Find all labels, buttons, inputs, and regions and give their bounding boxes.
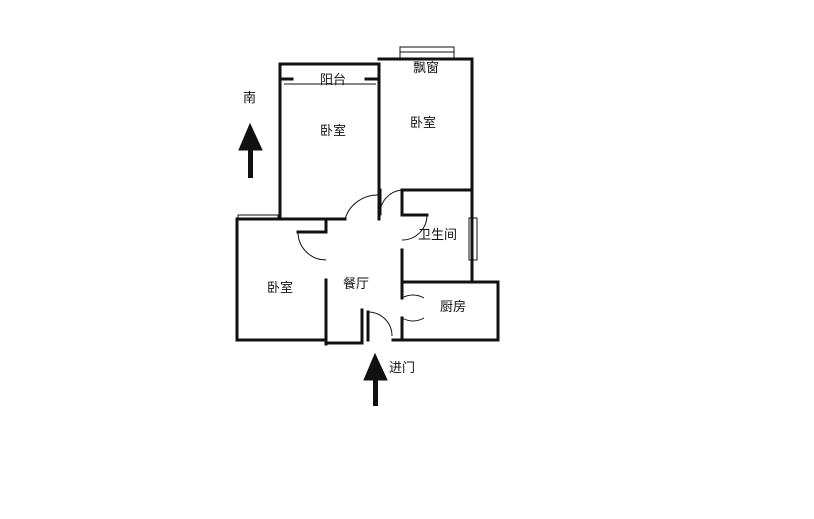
north-right-bedroom-walls xyxy=(377,46,474,192)
south-bedroom-walls xyxy=(235,214,328,342)
kitchen-walls xyxy=(400,280,500,342)
kitchen-label: 厨房 xyxy=(440,299,466,315)
dining-label: 餐厅 xyxy=(343,276,369,292)
south-bedroom-label: 卧室 xyxy=(267,280,293,296)
dining-walls xyxy=(324,217,405,346)
entrance-arrow xyxy=(363,352,388,406)
north-left-bedroom-label: 卧室 xyxy=(320,123,346,139)
compass-arrow xyxy=(238,122,263,178)
north-right-bedroom-label: 卧室 xyxy=(410,115,436,131)
bathroom-label: 卫生间 xyxy=(418,228,457,243)
entrance-label: 进门 xyxy=(389,361,415,376)
bathroom-walls xyxy=(400,188,478,284)
compass-label: 南 xyxy=(243,90,256,106)
balcony-label: 阳台 xyxy=(320,73,346,88)
door-swings xyxy=(296,188,428,342)
north-left-bedroom-walls xyxy=(278,62,381,221)
bay-window-label: 飘窗 xyxy=(413,60,439,76)
